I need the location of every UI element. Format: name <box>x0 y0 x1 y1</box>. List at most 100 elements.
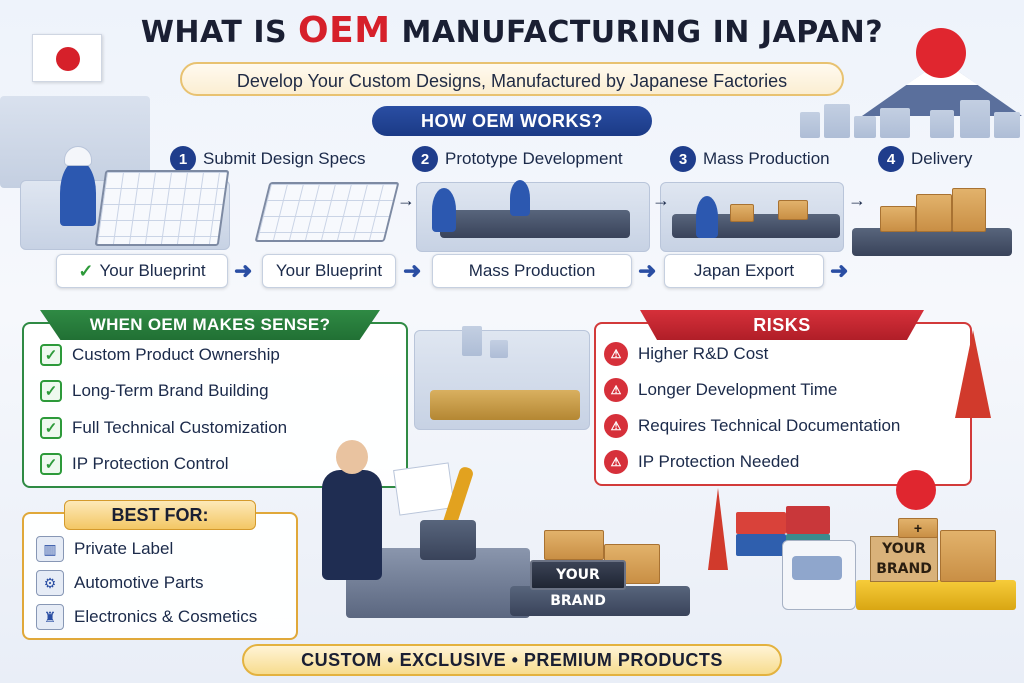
brand-cart <box>510 586 690 616</box>
businessman-figure <box>322 470 382 580</box>
arrow-icon: ➜ <box>830 258 849 283</box>
shipping-container <box>736 512 786 534</box>
step-label: Delivery <box>911 149 973 168</box>
step-1: 1 Submit Design Specs <box>170 140 366 178</box>
warning-icon: ⚠ <box>604 342 628 366</box>
skyline-building <box>960 100 990 138</box>
delivery-cart <box>852 228 1012 256</box>
businessman-head <box>336 440 368 474</box>
robot-base <box>420 520 476 560</box>
barcode-icon: ▥ <box>36 536 64 562</box>
skyline-building <box>490 340 508 358</box>
cardboard-box <box>730 204 754 222</box>
when-oem-item: ✓ Custom Product Ownership <box>40 344 280 366</box>
workbench <box>440 210 630 238</box>
when-oem-item: ✓ Full Technical Customization <box>40 417 287 439</box>
worker-figure <box>696 196 718 238</box>
cardboard-box <box>880 206 916 232</box>
rising-sun <box>896 470 936 510</box>
best-for-item-label: Automotive Parts <box>74 573 204 592</box>
title-highlight: OEM <box>298 10 391 51</box>
skyline-building <box>854 116 876 138</box>
cardboard-box <box>544 530 604 560</box>
arrow-icon: → <box>848 190 866 210</box>
step-4: 4 Delivery <box>878 140 972 178</box>
tokyo-tower-illustration <box>708 488 728 570</box>
title-prefix: WHAT IS <box>140 15 299 50</box>
cargo-label-line: YOUR <box>882 541 926 557</box>
document-sheet <box>393 462 455 516</box>
skyline-building <box>824 104 850 138</box>
cardboard-box: + <box>898 518 938 538</box>
worker-figure <box>432 188 456 232</box>
subtitle-banner: Develop Your Custom Designs, Manufacture… <box>180 62 844 96</box>
best-for-heading: BEST FOR: <box>64 500 256 530</box>
your-brand-label: YOUR BRAND <box>530 560 626 609</box>
how-oem-works-heading: HOW OEM WORKS? <box>372 106 652 136</box>
flow-step: Mass Production <box>432 254 632 288</box>
flow-step-label: Your Blueprint <box>275 261 383 280</box>
risk-item-label: IP Protection Needed <box>638 452 800 471</box>
arrow-icon: ➜ <box>403 258 422 283</box>
cardboard-box <box>940 530 996 582</box>
hard-hat-icon <box>64 146 92 166</box>
tokyo-tower-illustration <box>955 330 991 418</box>
warning-icon: ⚠ <box>604 450 628 474</box>
skyline-building <box>930 110 954 138</box>
step-label: Submit Design Specs <box>203 149 366 168</box>
checkbox-icon: ✓ <box>40 417 62 439</box>
when-oem-item-label: Long-Term Brand Building <box>72 381 269 400</box>
flow-step-label: Mass Production <box>468 261 596 280</box>
truck-window <box>792 556 842 580</box>
production-machine <box>430 390 580 420</box>
step-2: 2 Prototype Development <box>412 140 623 178</box>
flow-step: Your Blueprint <box>262 254 396 288</box>
arrow-icon: ➜ <box>234 258 253 283</box>
flow-step: Japan Export <box>664 254 824 288</box>
warning-icon: ⚠ <box>604 414 628 438</box>
cargo-brand-label: YOUR BRAND <box>870 536 938 582</box>
skyline-building <box>800 112 820 138</box>
flow-step-label: Japan Export <box>693 261 795 280</box>
step-number-badge: 4 <box>878 146 904 172</box>
risk-item: ⚠ Higher R&D Cost <box>604 342 768 366</box>
risk-item-label: Requires Technical Documentation <box>638 416 901 435</box>
risk-item-label: Longer Development Time <box>638 380 838 399</box>
when-oem-item-label: IP Protection Control <box>72 454 229 473</box>
arrow-icon: ➜ <box>638 258 657 283</box>
footer-tagline: CUSTOM • EXCLUSIVE • PREMIUM PRODUCTS <box>242 644 782 676</box>
when-oem-heading: WHEN OEM MAKES SENSE? <box>40 310 380 340</box>
cardboard-box <box>916 194 952 232</box>
risk-item: ⚠ Longer Development Time <box>604 378 837 402</box>
cargo-cart <box>856 580 1016 610</box>
step-number-badge: 1 <box>170 146 196 172</box>
steps-row: 1 Submit Design Specs 2 Prototype Develo… <box>160 140 1020 180</box>
blueprint-drawing <box>94 170 230 246</box>
warning-icon: ⚠ <box>604 378 628 402</box>
risk-item: ⚠ IP Protection Needed <box>604 450 799 474</box>
gear-icon: ⚙ <box>36 570 64 596</box>
checkbox-icon: ✓ <box>40 453 62 475</box>
checkbox-icon: ✓ <box>40 344 62 366</box>
risk-item: ⚠ Requires Technical Documentation <box>604 414 900 438</box>
when-oem-item-label: Full Technical Customization <box>72 418 288 437</box>
checkbox-icon: ✓ <box>40 380 62 402</box>
best-for-item: ⚙ Automotive Parts <box>36 570 203 596</box>
shipping-container <box>736 534 786 556</box>
risk-item-label: Higher R&D Cost <box>638 344 769 363</box>
cardboard-box <box>778 200 808 220</box>
step-label: Prototype Development <box>445 149 623 168</box>
cardboard-box <box>952 188 986 232</box>
check-icon: ✓ <box>78 260 94 281</box>
skyline-building <box>462 326 482 356</box>
when-oem-item-label: Custom Product Ownership <box>72 345 280 364</box>
worker-figure <box>510 180 530 216</box>
rising-sun <box>916 28 966 78</box>
flow-step-label: Your Blueprint <box>99 261 206 280</box>
arrow-icon: → <box>652 190 670 210</box>
best-for-item: ▥ Private Label <box>36 536 173 562</box>
arrow-icon: → <box>397 190 415 210</box>
step-number-badge: 3 <box>670 146 696 172</box>
flow-step: ✓ Your Blueprint <box>56 254 228 288</box>
when-oem-item: ✓ Long-Term Brand Building <box>40 380 269 402</box>
